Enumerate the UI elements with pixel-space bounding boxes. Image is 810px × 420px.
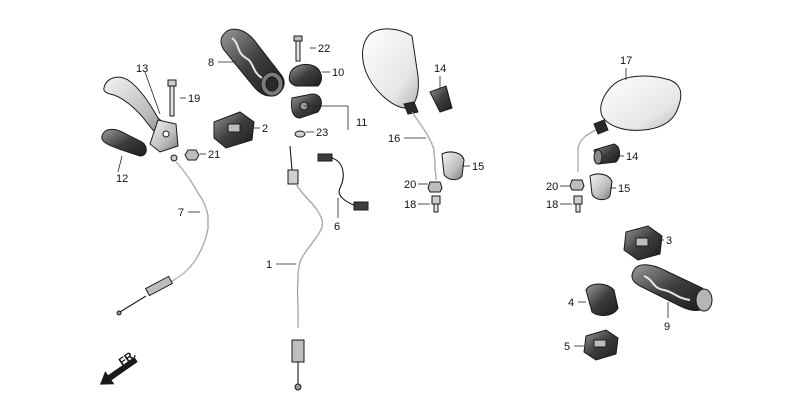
switch-5-part [583, 329, 619, 361]
callout-6: 6 [334, 221, 340, 233]
callout-14-right: 14 [626, 151, 638, 163]
nut-21-part [184, 149, 200, 161]
boot-14-left-part [429, 85, 453, 113]
callout-14-left: 14 [434, 63, 446, 75]
cap-15-left-part [441, 151, 465, 181]
callout-16: 16 [388, 133, 400, 145]
right-mirror-part [577, 75, 682, 172]
callout-9: 9 [664, 321, 670, 333]
nut-20-left-part [427, 181, 443, 193]
wire-harness-part [317, 153, 369, 211]
housing-4-part [585, 283, 619, 316]
throttle-cable-part [287, 145, 323, 391]
callout-23: 23 [316, 127, 328, 139]
clutch-lever-part [103, 76, 179, 153]
callout-3: 3 [666, 235, 672, 247]
callout-7: 7 [178, 207, 184, 219]
callout-18-left: 18 [404, 199, 416, 211]
callout-19: 19 [188, 93, 200, 105]
leader-lines [117, 47, 669, 347]
callout-4: 4 [568, 297, 574, 309]
screw-22-part [293, 35, 303, 62]
bolt-18-left-part [431, 195, 441, 213]
cap-15-right-part [589, 173, 613, 201]
lever-boot-part [101, 128, 147, 157]
callout-10: 10 [332, 67, 344, 79]
callout-2: 2 [262, 123, 268, 135]
left-grip-part [220, 28, 285, 97]
callout-15-right: 15 [618, 183, 630, 195]
front-direction-arrow-icon [99, 356, 138, 385]
pivot-bolt-part [167, 79, 177, 117]
callout-8: 8 [208, 57, 214, 69]
callout-11: 11 [356, 117, 367, 129]
callout-13: 13 [136, 63, 148, 75]
boot-14-right-part [593, 143, 621, 165]
callout-18-right: 18 [546, 199, 558, 211]
nut-20-right-part [569, 179, 585, 191]
right-grip-part [631, 264, 713, 312]
callout-21: 21 [208, 149, 220, 161]
callout-labels: 13 19 12 21 7 8 22 10 11 23 2 6 1 14 16 … [116, 43, 672, 353]
callout-15-left: 15 [472, 161, 484, 173]
switch-housing-3-part [623, 225, 663, 261]
left-mirror-part [362, 28, 437, 181]
washer-23-part [294, 130, 306, 138]
callout-12: 12 [116, 173, 128, 185]
callout-5: 5 [564, 341, 570, 353]
callout-20-left: 20 [404, 179, 416, 191]
callout-22: 22 [318, 43, 330, 55]
callout-20-right: 20 [546, 181, 558, 193]
callout-1: 1 [266, 259, 272, 271]
housing-upper-part [288, 63, 322, 87]
bolt-18-right-part [573, 195, 583, 213]
clutch-cable-part [116, 154, 209, 316]
switch-2-part [213, 111, 255, 149]
callout-17: 17 [620, 55, 632, 67]
front-direction-label: FR. [117, 348, 138, 368]
front-direction-marker: FR. [99, 348, 138, 385]
